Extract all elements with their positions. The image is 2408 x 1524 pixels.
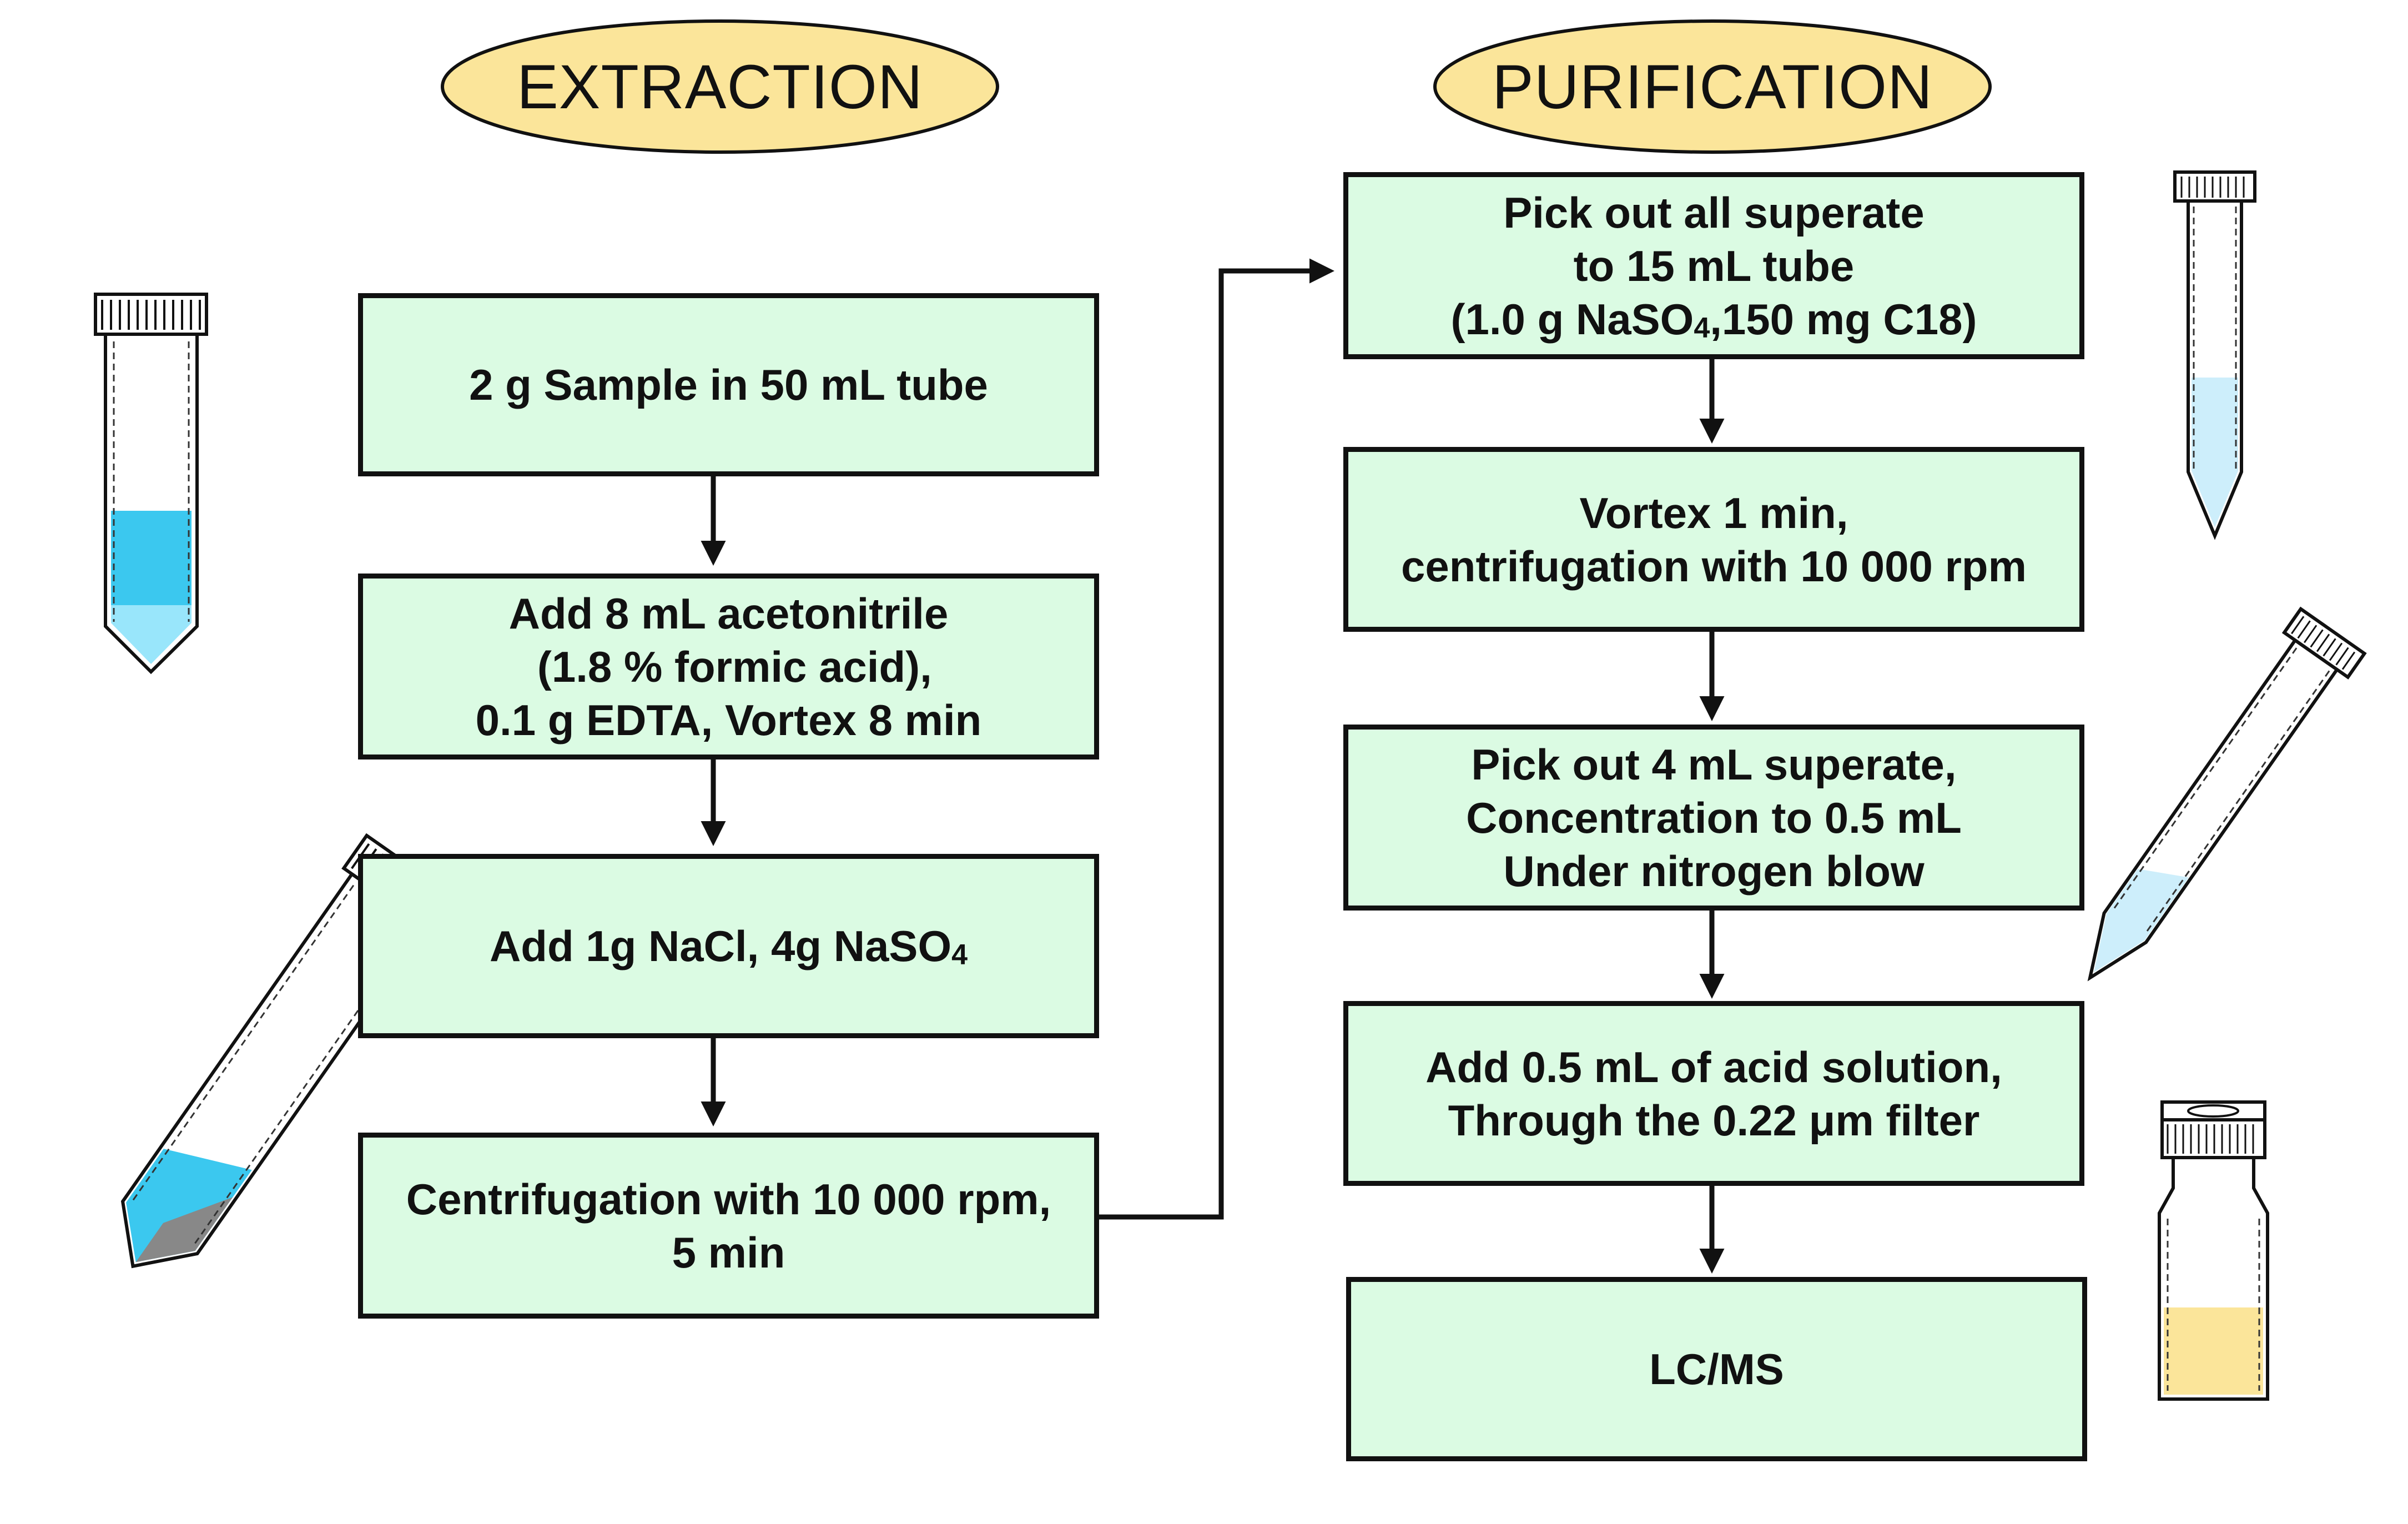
- step-text: (1.0 g NaSO4,150 mg C18): [1450, 294, 1977, 344]
- purification-heading-ellipse: [1433, 19, 1992, 154]
- purification-step-lcms: LC/MS: [1346, 1277, 2087, 1461]
- extraction-step-acetonitrile: Add 8 mL acetonitrile (1.8 % formic acid…: [358, 574, 1099, 760]
- step-text: Under nitrogen blow: [1503, 846, 1925, 896]
- extraction-step-salts: Add 1g NaCl, 4g NaSO4: [358, 854, 1099, 1038]
- purification-step-pick-superate: Pick out all superate to 15 mL tube (1.0…: [1343, 172, 2084, 359]
- step-text: Add 8 mL acetonitrile: [508, 589, 949, 638]
- arrow-connector: [1099, 258, 1334, 1220]
- step-text: Centrifugation with 10 000 rpm,: [406, 1174, 1051, 1224]
- step-text: Through the 0.22 μm filter: [1448, 1095, 1980, 1145]
- step-text: 2 g Sample in 50 mL tube: [469, 360, 988, 409]
- purification-heading: PURIFICATION: [1492, 52, 1933, 122]
- extraction-step-centrifugation: Centrifugation with 10 000 rpm, 5 min: [358, 1133, 1099, 1319]
- step-text: Pick out all superate: [1503, 188, 1925, 237]
- step-text: LC/MS: [1649, 1345, 1784, 1394]
- extraction-heading-ellipse: [441, 19, 999, 154]
- step-text: 0.1 g EDTA, Vortex 8 min: [475, 695, 982, 745]
- step-text: Add 1g NaCl, 4g NaSO4: [489, 922, 968, 971]
- extraction-heading: EXTRACTION: [517, 52, 923, 122]
- step-text: to 15 mL tube: [1573, 241, 1855, 290]
- purification-step-vortex: Vortex 1 min, centrifugation with 10 000…: [1343, 447, 2084, 632]
- step-text: centrifugation with 10 000 rpm: [1401, 541, 2027, 591]
- tube-upright-icon: [94, 293, 208, 675]
- step-text: Add 0.5 mL of acid solution,: [1425, 1042, 2002, 1092]
- step-text: Vortex 1 min,: [1579, 488, 1848, 537]
- purification-step-acid-filter: Add 0.5 mL of acid solution, Through the…: [1343, 1001, 2084, 1186]
- step-text: Pick out 4 mL superate,: [1471, 740, 1957, 789]
- step-text: (1.8 % formic acid),: [525, 642, 932, 691]
- step-text: 5 min: [672, 1228, 785, 1277]
- extraction-step-sample: 2 g Sample in 50 mL tube: [358, 293, 1099, 476]
- tube-thin-tilted-icon: [2087, 606, 2367, 982]
- purification-step-concentration: Pick out 4 mL superate, Concentration to…: [1343, 725, 2084, 911]
- vial-icon: [2158, 1100, 2269, 1401]
- step-text: Concentration to 0.5 mL: [1466, 793, 1962, 842]
- tube-thin-upright-icon: [2173, 170, 2256, 540]
